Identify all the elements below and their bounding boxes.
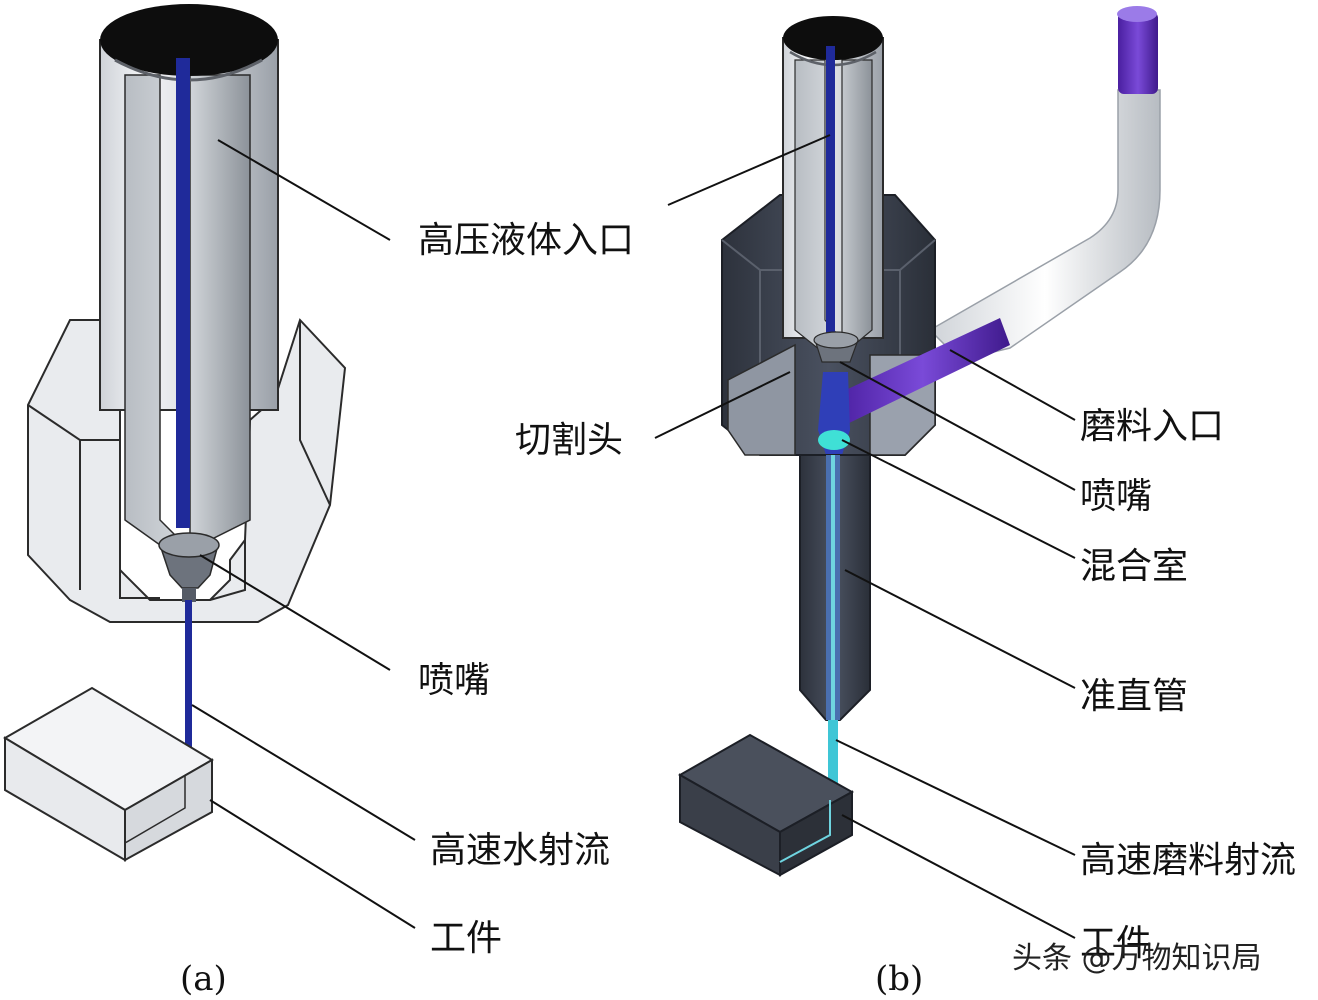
leader-b-cutting-head: [654, 371, 791, 439]
leader-a-nozzle: [199, 554, 391, 671]
workpiece-b: [677, 733, 855, 877]
label-b-mixing: 混合室: [1080, 546, 1188, 587]
inlet-tube-b: [782, 16, 884, 351]
nozzle-a: [158, 532, 220, 602]
label-b-focusing: 准直管: [1080, 676, 1188, 717]
label-b-jet: 高速磨料射流: [1080, 840, 1296, 881]
labels: 高压液体入口 喷嘴 高速水射流 工件 (a) 切割头 磨料入口 喷嘴 混合室 准…: [180, 220, 1296, 999]
label-b-workpiece: 工件: [1080, 923, 1152, 964]
leader-a-inlet: [217, 139, 391, 241]
watermark: 头条 @万物知识局: [1012, 941, 1262, 976]
label-b-abrasive-inlet: 磨料入口: [1080, 406, 1224, 447]
label-b-cutting-head: 切割头: [515, 420, 623, 461]
abrasive-jet: [828, 720, 838, 815]
leader-b-jet: [835, 739, 1076, 856]
abrasive-pipe: [928, 6, 1161, 361]
leader-b-abrasive-inlet: [949, 349, 1076, 421]
abrasive-channel: [835, 318, 1010, 425]
focusing-tube: [799, 454, 871, 721]
leader-b-mixing: [841, 439, 1076, 559]
caption-a: (a): [180, 959, 227, 999]
leader-b-inlet: [667, 134, 831, 206]
label-a-nozzle: 喷嘴: [418, 660, 490, 701]
panel-b: [677, 6, 1161, 877]
leader-b-workpiece: [841, 814, 1076, 939]
label-a-inlet: 高压液体入口: [418, 220, 634, 261]
leader-b-focusing: [844, 569, 1076, 689]
leader-a-jet: [191, 704, 416, 841]
panel-a: [3, 4, 347, 862]
leader-a-workpiece: [209, 799, 416, 929]
label-a-workpiece: 工件: [430, 918, 502, 959]
label-b-nozzle: 喷嘴: [1080, 476, 1152, 517]
mixing-highlight: [818, 430, 850, 450]
leader-b-nozzle: [839, 361, 1076, 491]
label-a-jet: 高速水射流: [430, 830, 610, 871]
leader-lines: [191, 134, 1076, 939]
workpiece-a: [3, 686, 214, 862]
water-jet-a: [185, 600, 192, 805]
inlet-tube-a: [99, 4, 279, 546]
caption-b: (b): [875, 959, 923, 999]
nozzle-b: [813, 331, 859, 363]
